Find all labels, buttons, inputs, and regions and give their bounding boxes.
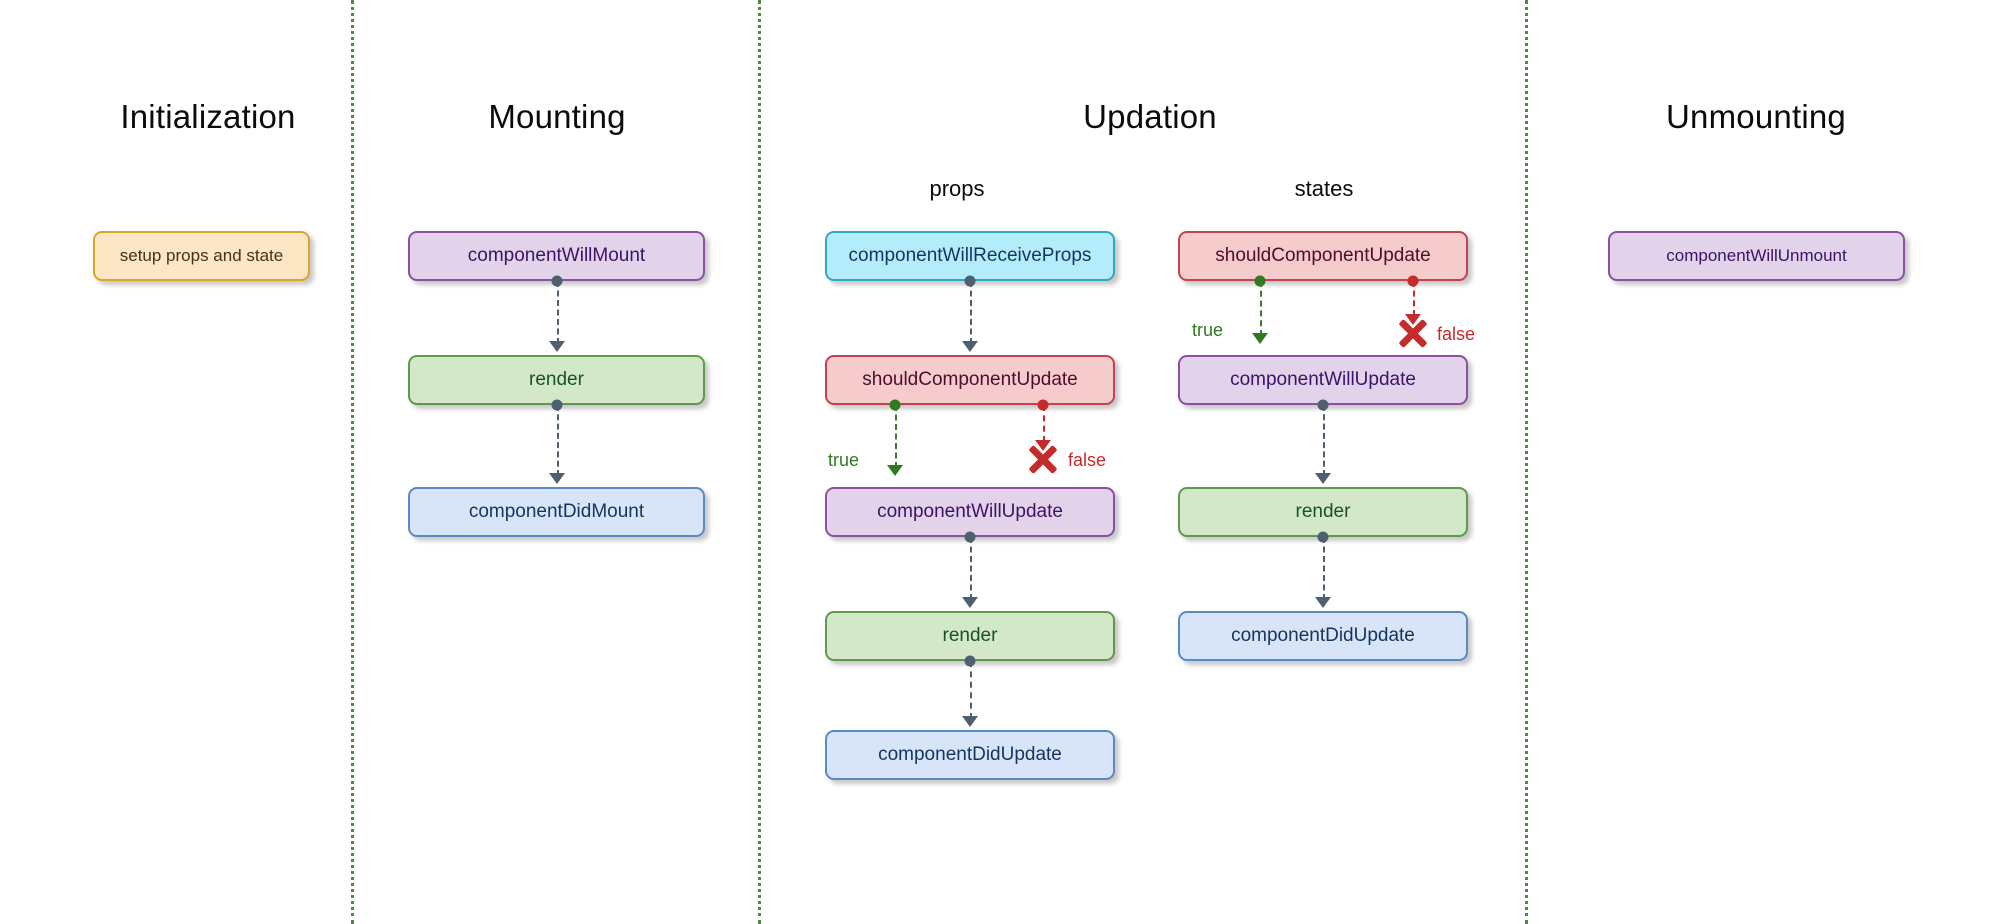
branch-arrow-false	[1035, 440, 1051, 451]
node-component-will-receive-props[interactable]: componentWillReceiveProps	[825, 231, 1115, 281]
connector-line	[970, 281, 972, 344]
node-label: setup props and state	[119, 246, 284, 265]
node-states-should-component-update[interactable]: shouldComponentUpdate	[1178, 231, 1468, 281]
connector-line	[557, 281, 559, 344]
sub-header-props: props	[929, 176, 985, 201]
phase-divider-2	[758, 0, 761, 924]
branch-line-false	[1043, 405, 1045, 442]
branch-line-true	[895, 405, 897, 468]
phase-title-updation: Updation	[1083, 98, 1217, 135]
node-label: componentDidUpdate	[878, 744, 1062, 765]
branch-arrow-true	[887, 465, 903, 476]
phase-title-unmounting: Unmounting	[1666, 98, 1846, 135]
branch-line-true	[1260, 281, 1262, 336]
connector-line	[970, 661, 972, 719]
node-props-component-did-update[interactable]: componentDidUpdate	[825, 730, 1115, 780]
phase-title-initialization: Initialization	[120, 98, 296, 135]
connector-line	[557, 405, 559, 476]
node-label: componentWillUpdate	[877, 501, 1063, 522]
node-props-component-will-update[interactable]: componentWillUpdate	[825, 487, 1115, 537]
node-label: componentWillUnmount	[1666, 246, 1847, 265]
branch-label-false: false	[1068, 450, 1107, 470]
node-label: render	[1295, 501, 1351, 522]
phase-divider-3	[1525, 0, 1528, 924]
connector-arrow	[549, 341, 565, 352]
branch-label-true: true	[828, 450, 860, 470]
connector-arrow	[962, 716, 978, 727]
node-props-should-component-update[interactable]: shouldComponentUpdate	[825, 355, 1115, 405]
node-states-render[interactable]: render	[1178, 487, 1468, 537]
node-component-will-unmount[interactable]: componentWillUnmount	[1608, 231, 1905, 281]
x-cross-icon	[1396, 316, 1430, 350]
node-states-component-did-update[interactable]: componentDidUpdate	[1178, 611, 1468, 661]
node-label: componentDidMount	[468, 501, 645, 522]
branch-label-false: false	[1437, 324, 1476, 344]
connector-arrow	[1315, 473, 1331, 484]
sub-header-states: states	[1294, 176, 1354, 201]
connector-arrow	[962, 597, 978, 608]
node-mounting-render[interactable]: render	[408, 355, 705, 405]
phase-title-mounting: Mounting	[488, 98, 626, 135]
node-label: render	[942, 625, 998, 646]
connector-line	[1323, 537, 1325, 600]
node-props-render[interactable]: render	[825, 611, 1115, 661]
branch-line-false	[1413, 281, 1415, 316]
node-setup-props-and-state[interactable]: setup props and state	[93, 231, 310, 281]
node-states-component-will-update[interactable]: componentWillUpdate	[1178, 355, 1468, 405]
connector-arrow	[1315, 597, 1331, 608]
branch-label-true: true	[1192, 320, 1224, 340]
branch-arrow-false	[1405, 314, 1421, 325]
node-component-will-mount[interactable]: componentWillMount	[408, 231, 705, 281]
node-label: render	[529, 369, 584, 390]
connector-line	[1323, 405, 1325, 476]
node-label: componentDidUpdate	[1231, 625, 1415, 646]
connector-arrow	[962, 341, 978, 352]
branch-arrow-true	[1252, 333, 1268, 344]
node-label: shouldComponentUpdate	[1215, 245, 1431, 266]
connector-line	[970, 537, 972, 600]
node-label: shouldComponentUpdate	[862, 369, 1078, 390]
node-label: componentWillMount	[467, 245, 646, 266]
node-component-did-mount[interactable]: componentDidMount	[408, 487, 705, 537]
node-label: componentWillUpdate	[1230, 369, 1416, 390]
connector-arrow	[549, 473, 565, 484]
phase-divider-1	[351, 0, 354, 924]
x-cross-icon	[1026, 442, 1060, 476]
node-label: componentWillReceiveProps	[848, 245, 1092, 266]
